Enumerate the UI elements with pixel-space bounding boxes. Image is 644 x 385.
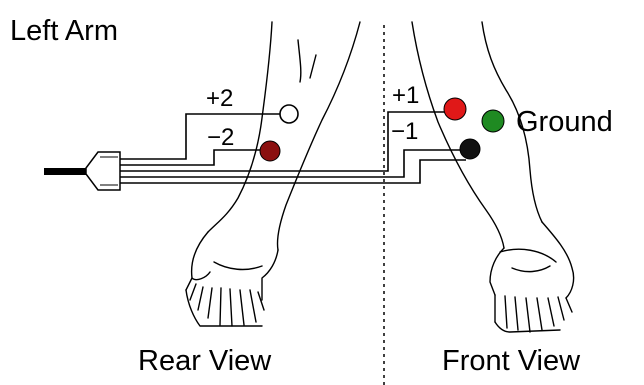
rear-view-caption: Rear View <box>138 345 272 377</box>
label-minus2: −2 <box>207 124 234 151</box>
electrode-ground <box>481 109 505 133</box>
label-minus1: −1 <box>391 118 418 145</box>
electrode-plus1 <box>443 97 467 121</box>
label-ground: Ground <box>516 106 613 138</box>
electrode-minus2 <box>259 140 281 162</box>
electrode-plus2 <box>279 104 299 124</box>
lead-wires <box>120 111 472 184</box>
diagram-title: Left Arm <box>10 15 118 47</box>
front-arm-outline <box>411 21 575 333</box>
front-view-caption: Front View <box>442 345 581 377</box>
label-plus1: +1 <box>392 82 419 109</box>
rear-arm-outline <box>185 21 361 327</box>
lead-connector <box>44 151 121 191</box>
electrode-minus1 <box>459 138 481 160</box>
label-plus2: +2 <box>206 85 233 112</box>
